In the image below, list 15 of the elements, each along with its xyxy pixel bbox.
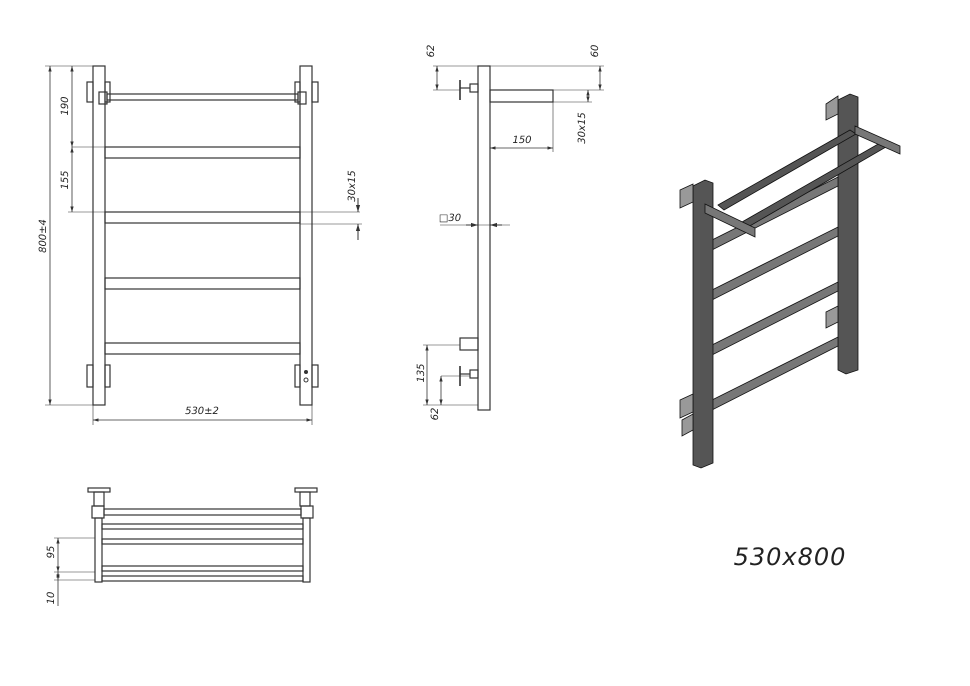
- model-size-text: 530x800: [734, 545, 846, 569]
- dimension-value: 30x15: [348, 170, 358, 202]
- dimension-value: 60: [591, 44, 601, 58]
- dimension-value: 190: [61, 96, 71, 116]
- dimension-value: 95: [47, 546, 57, 558]
- dimension-value: 10: [47, 592, 57, 604]
- dimension-value: 155: [61, 170, 71, 190]
- dimension-value: 30x15: [578, 112, 588, 144]
- dimension-value: 62: [427, 44, 437, 58]
- dimension-value: 800±4: [39, 219, 49, 253]
- dimension-value: □30: [438, 214, 462, 224]
- dimension-value: 150: [512, 136, 532, 146]
- dimension-value: 62: [431, 408, 441, 420]
- dimension-value: 135: [417, 363, 427, 383]
- dimension-value: 530±2: [185, 407, 219, 417]
